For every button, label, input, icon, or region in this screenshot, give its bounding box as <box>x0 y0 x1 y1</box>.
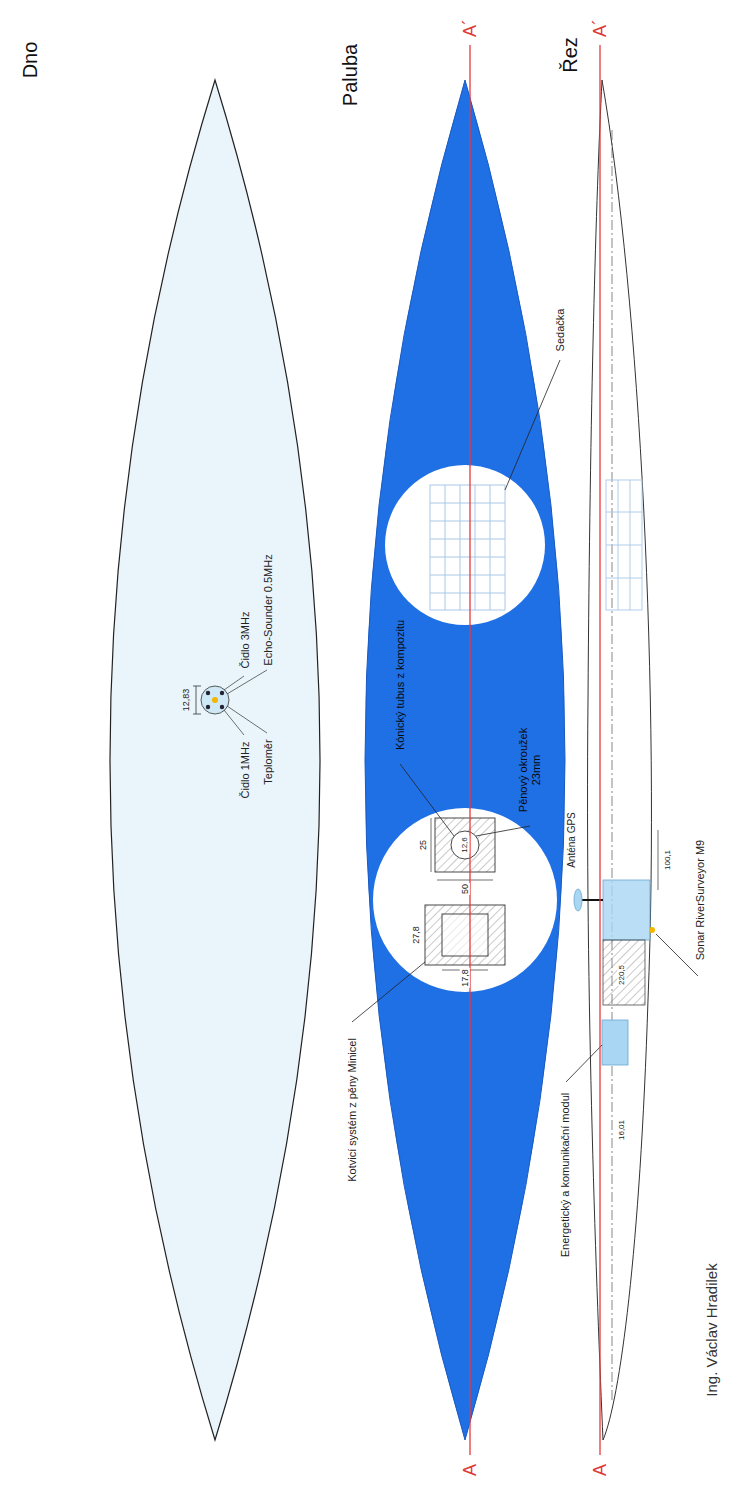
view-title: Dno <box>19 41 42 80</box>
dimension-label: 100,1 <box>663 849 672 871</box>
view-title: Řez <box>559 36 582 74</box>
part-label: Kotvicí systém z pěny Minicel <box>346 1037 359 1183</box>
section-line <box>599 45 600 1455</box>
dimension-line <box>658 830 659 890</box>
dimension-line <box>196 686 197 714</box>
dimension-label: 17,8 <box>460 968 470 988</box>
foam-ring <box>451 831 479 859</box>
hull-section-outline <box>588 80 652 1440</box>
dimension-line <box>431 818 432 872</box>
part-label: Energetický a komunikační modul <box>559 1092 572 1258</box>
sensor-dot <box>220 691 224 695</box>
section-marker: A´ <box>460 18 481 38</box>
hull-bottom-outline <box>110 80 320 1440</box>
sensor-center <box>212 697 218 703</box>
section-marker: A <box>590 1463 611 1477</box>
sensor-dot <box>206 705 210 709</box>
seat-grid <box>430 485 505 610</box>
part-label: Anténa GPS <box>566 811 578 869</box>
sensor-label: Teploměr <box>262 738 275 785</box>
leader-line <box>224 676 244 690</box>
part-label: Pěnový okroužek 23mm <box>517 719 542 821</box>
sonar-head <box>649 927 655 933</box>
leader-line <box>656 934 698 976</box>
deck-outline <box>365 80 565 1440</box>
dimension-label: 220,5 <box>617 964 626 986</box>
energy-module <box>602 1020 628 1065</box>
part-label: Sedačka <box>554 308 567 353</box>
dimension-line <box>437 880 493 881</box>
dimension-label: 16,01 <box>617 1119 626 1141</box>
leader-line <box>400 764 454 836</box>
dimension-label: 50 <box>460 883 470 895</box>
sensor-label: Čidlo 1MHz <box>239 741 252 800</box>
leader-line <box>227 670 267 694</box>
tube-block <box>435 818 495 872</box>
leader-line <box>566 1045 602 1082</box>
seat-opening <box>385 465 545 625</box>
sensor-label: Echo-Sounder 0.5MHz <box>262 553 275 666</box>
dimension-tick <box>193 686 201 687</box>
leader-line <box>224 710 244 735</box>
sensor-opening <box>373 808 557 992</box>
dimension-label: 27,8 <box>411 925 421 945</box>
dimension-label: 12,6 <box>460 836 469 854</box>
section-marker: A <box>460 1463 481 1477</box>
anchor-inner-block <box>442 914 488 956</box>
gps-antenna <box>574 889 582 911</box>
section-marker: A´ <box>590 18 611 38</box>
leader-line <box>505 360 560 490</box>
section-line <box>469 45 470 1455</box>
center-line <box>612 130 613 1400</box>
dimension-tick <box>193 714 201 715</box>
view-title: Paluba <box>339 43 362 107</box>
leader-line <box>227 706 267 733</box>
seat-section <box>606 480 642 610</box>
sonar-tube <box>603 880 650 940</box>
part-label: Kónický tubus z kompozitu <box>394 619 407 751</box>
sensor-dot <box>206 691 210 695</box>
sensor-label: Čidlo 3MHz <box>239 611 252 670</box>
dimension-label: 25 <box>418 839 428 851</box>
leader-line <box>476 826 530 836</box>
author-credit: Ing. Václav Hradilek <box>703 1262 720 1397</box>
anchor-section <box>603 940 645 1005</box>
leader-line <box>352 962 425 1022</box>
part-label: Sonar RiverSurveyor M9 <box>694 839 707 961</box>
sensor-cluster <box>201 686 229 714</box>
anchor-block <box>425 905 505 965</box>
sensor-dot <box>220 705 224 709</box>
dimension-label: 12,83 <box>181 688 191 713</box>
